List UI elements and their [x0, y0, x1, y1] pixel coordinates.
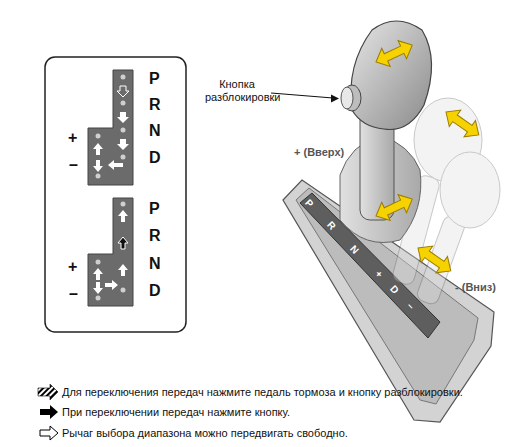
gear-label: P: [149, 200, 160, 218]
gear-label: R: [149, 96, 161, 114]
legend-text: При переключении передач нажмите кнопку.: [62, 406, 290, 418]
gear-label: D: [149, 282, 161, 300]
gear-label: - (Вниз): [455, 281, 496, 294]
legend-text: Рычаг выбора диапазона можно передвигать…: [62, 427, 348, 439]
gear-label: R: [149, 227, 161, 245]
legend-text: Для переключения передач нажмите педаль …: [62, 386, 463, 398]
gear-label: P: [149, 70, 160, 88]
gear-label: –: [69, 285, 78, 303]
gear-label: + (Вверх): [294, 146, 344, 159]
gear-label: N: [149, 122, 161, 140]
gear-label: N: [149, 255, 161, 273]
gear-label: +: [68, 258, 77, 276]
gear-label: –: [69, 156, 78, 174]
gear-label: D: [149, 149, 161, 167]
gear-label: +: [68, 129, 77, 147]
part-label: Кнопка разблокировки: [205, 78, 269, 103]
